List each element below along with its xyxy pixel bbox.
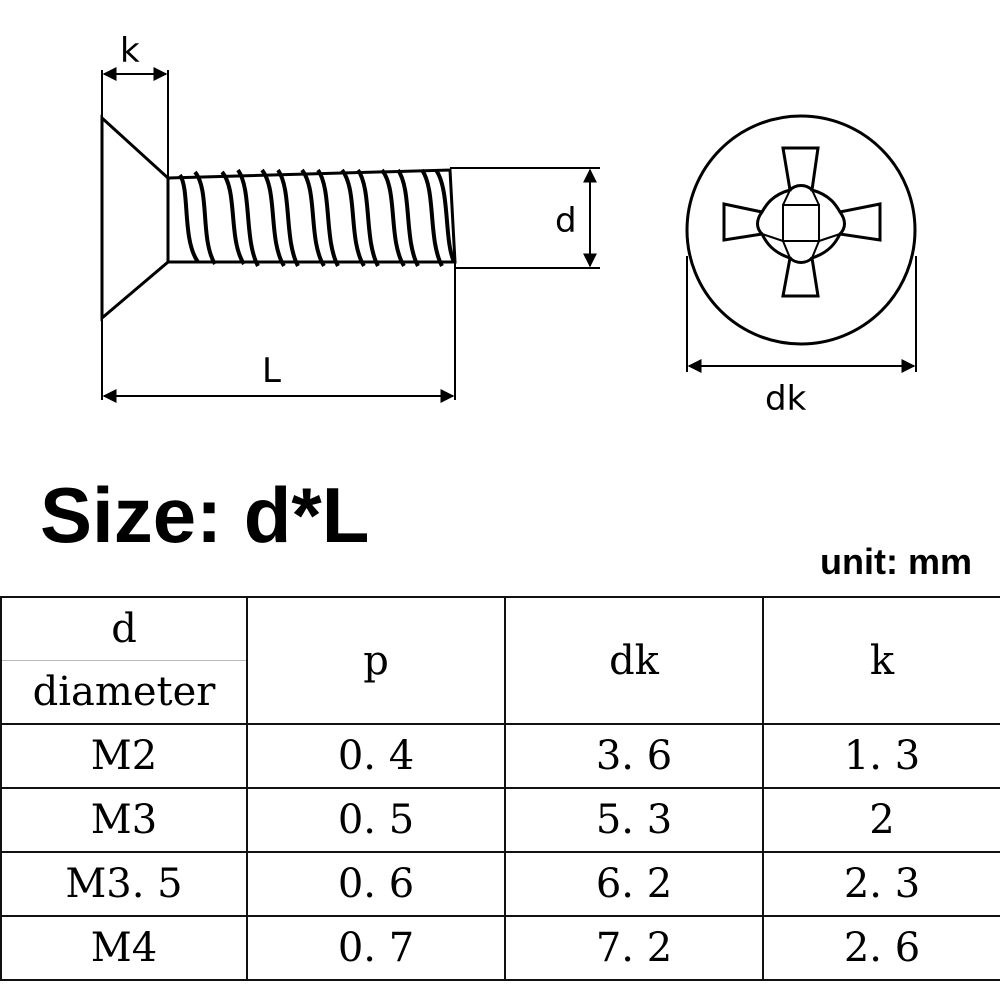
cell-p: 0. 4 (246, 723, 506, 789)
header-d-name: diameter (32, 669, 216, 715)
cell-k: 2. 3 (762, 851, 1000, 917)
table-row: M2 0. 4 3. 6 1. 3 (0, 723, 1000, 789)
cell-dk: 5. 3 (504, 787, 764, 853)
L-dimension-label: L (262, 351, 281, 391)
cell-d: M2 (0, 723, 248, 789)
d-dimension-label: d (555, 201, 577, 241)
cell-p: 0. 6 (246, 851, 506, 917)
phillips-recess-icon (722, 146, 882, 298)
cell-k: 1. 3 (762, 723, 1000, 789)
cell-dk: 3. 6 (504, 723, 764, 789)
screw-threads (178, 168, 456, 268)
screw-head-top-view (685, 114, 917, 373)
cell-k: 2 (762, 787, 1000, 853)
cell-p: 0. 5 (246, 787, 506, 853)
dk-dimension-label: dk (765, 379, 807, 419)
screw-head (100, 114, 170, 322)
header-d: d diameter (0, 596, 248, 725)
header-d-symbol: d (2, 598, 246, 661)
table-header-row: d diameter p dk k (0, 596, 1000, 725)
table-row: M3 0. 5 5. 3 2 (0, 787, 1000, 853)
header-p: p (246, 596, 506, 725)
cell-d: M3 (0, 787, 248, 853)
header-k: k (762, 596, 1000, 725)
table-row: M3. 5 0. 6 6. 2 2. 3 (0, 851, 1000, 917)
unit-label: unit: mm (820, 541, 972, 582)
cell-p: 0. 7 (246, 915, 506, 981)
k-dimension-label: k (120, 31, 140, 71)
header-dk: dk (504, 596, 764, 725)
cell-dk: 6. 2 (504, 851, 764, 917)
cell-d: M4 (0, 915, 248, 981)
cell-d: M3. 5 (0, 851, 248, 917)
table-row: M4 0. 7 7. 2 2. 6 (0, 915, 1000, 981)
screw-shank (167, 168, 457, 264)
screw-side-view (100, 67, 600, 403)
cell-dk: 7. 2 (504, 915, 764, 981)
spec-table: d diameter p dk k M2 0. 4 3. 6 1. 3 M3 0… (0, 596, 1000, 981)
screw-diagram: k L d dk (100, 31, 917, 419)
cell-k: 2. 6 (762, 915, 1000, 981)
size-title: Size: d*L (40, 471, 370, 559)
